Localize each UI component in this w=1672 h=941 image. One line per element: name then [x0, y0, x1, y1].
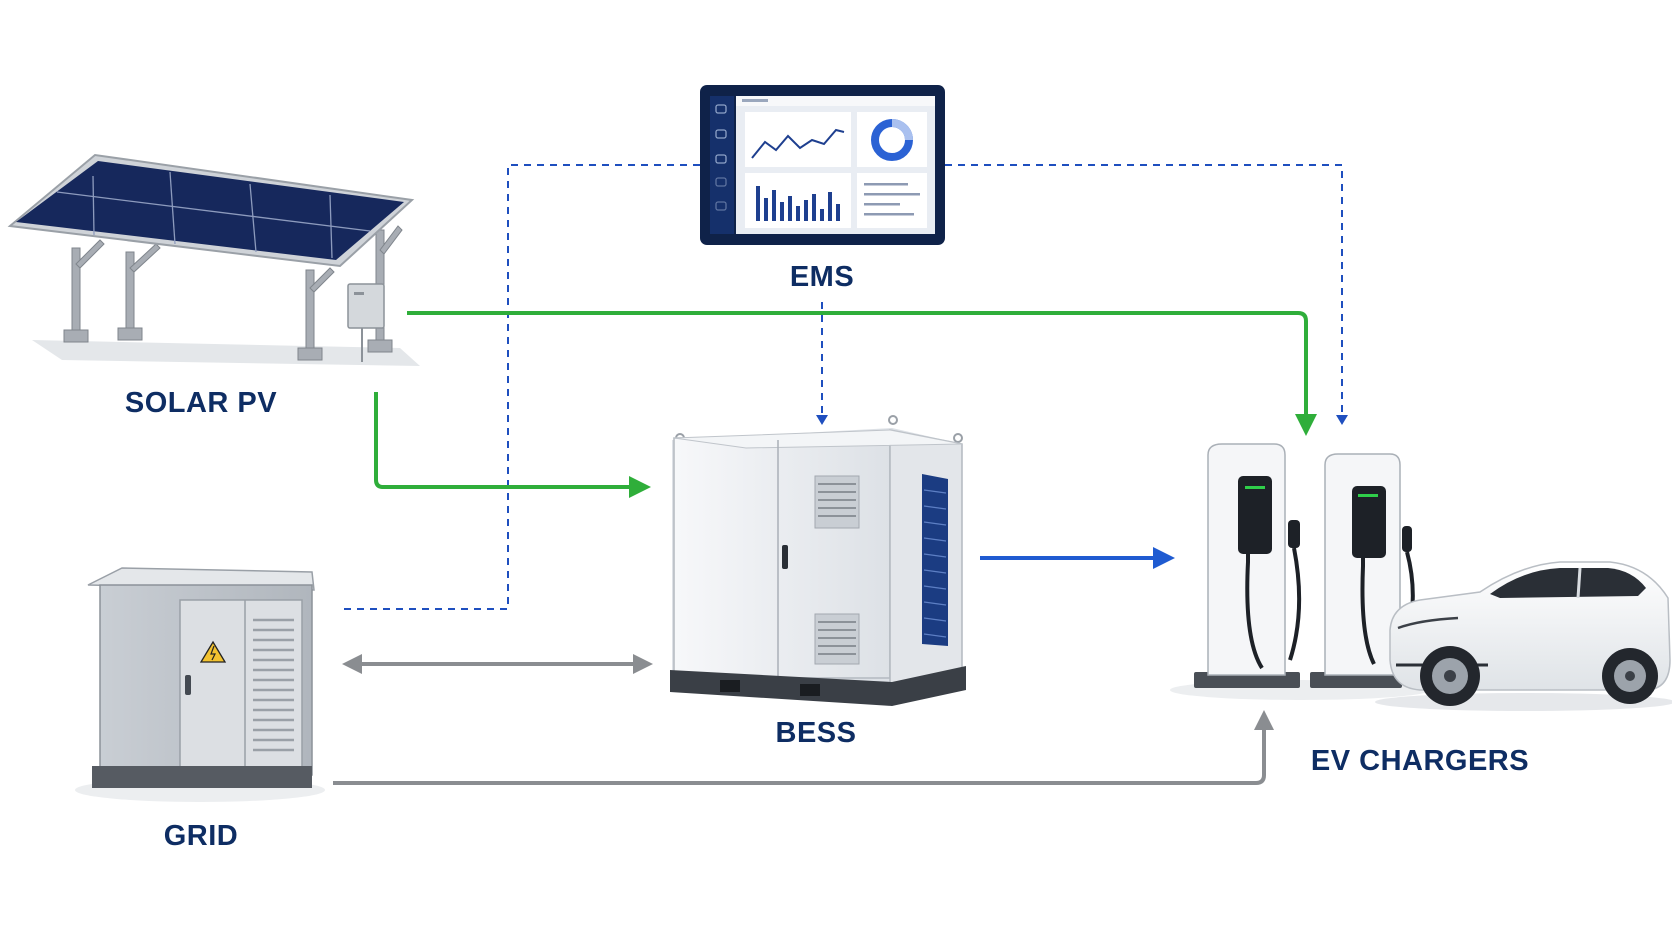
ev-charger-icon — [1170, 443, 1430, 700]
solar-to-ev-arrow — [407, 311, 1317, 436]
solar-pv-label: SOLAR PV — [125, 387, 277, 419]
bess-label: BESS — [776, 717, 857, 749]
grid-label: GRID — [164, 820, 239, 852]
ev-chargers-label: EV CHARGERS — [1311, 745, 1529, 777]
grid-to-ev-arrow — [333, 710, 1274, 785]
ems-to-ev-control-line — [945, 164, 1348, 425]
car-icon — [1375, 561, 1672, 711]
monitor-dashboard-icon — [700, 85, 945, 245]
control-lines — [338, 164, 1348, 610]
battery-container-icon — [670, 415, 966, 706]
ems-to-grid-control-line — [338, 164, 700, 610]
power-lines — [333, 311, 1317, 785]
transformer-cabinet-icon — [75, 567, 325, 802]
solar-carport-icon — [7, 153, 420, 366]
ems-label: EMS — [790, 261, 854, 293]
solar-to-bess-arrow — [374, 392, 651, 498]
